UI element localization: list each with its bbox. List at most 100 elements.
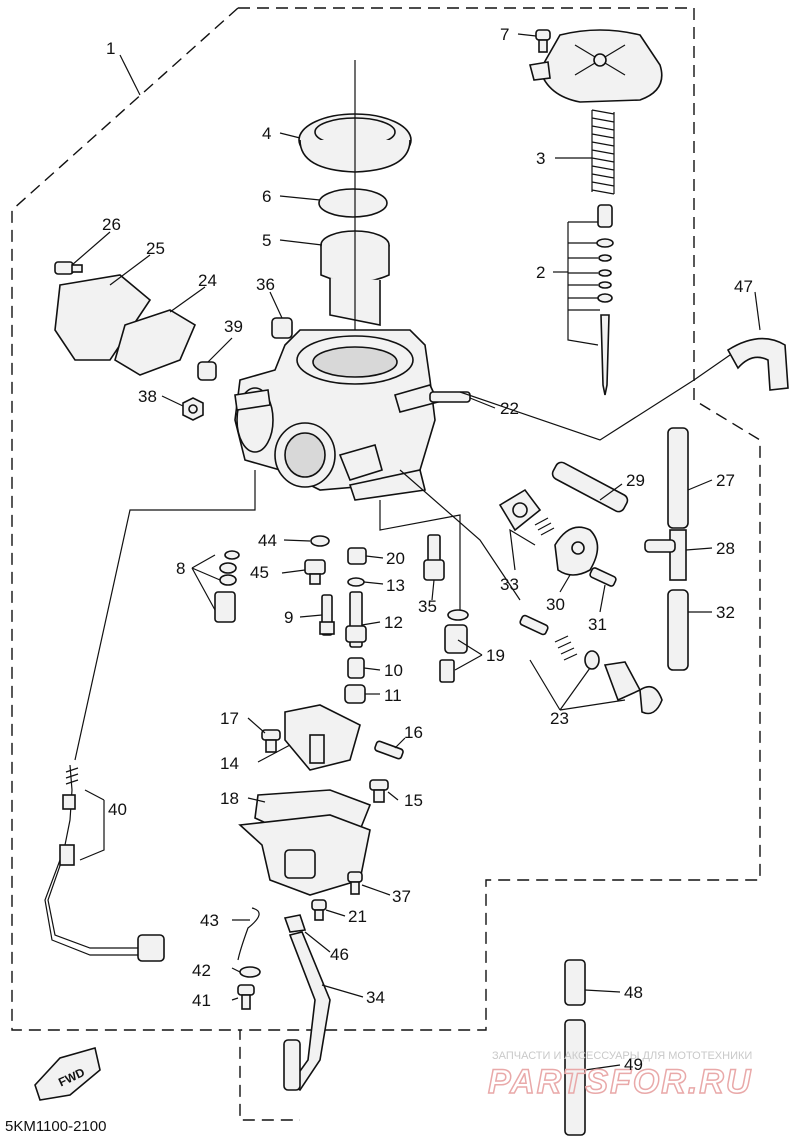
- o-ring-44: [310, 535, 330, 547]
- callout-20: 20: [386, 549, 405, 568]
- clip-43: [237, 907, 260, 961]
- spring-33: [534, 517, 555, 536]
- leader-lines: [71, 33, 761, 1071]
- pilot-screw-set-23: [519, 614, 663, 715]
- plug-36: [271, 317, 293, 339]
- hose-47: [726, 337, 789, 391]
- screw-17: [261, 729, 281, 753]
- pilot-jet-35: [423, 534, 445, 581]
- callout-23: 23: [550, 709, 569, 728]
- callout-38: 38: [138, 387, 157, 406]
- callout-47: 47: [734, 277, 753, 296]
- screw-26: [54, 261, 83, 275]
- callout-10: 10: [384, 661, 403, 680]
- nut-38: [182, 397, 204, 421]
- pipe-32: [667, 589, 689, 671]
- callout-8: 8: [176, 559, 185, 578]
- piston-valve-5: [320, 60, 390, 360]
- assembly-boundary: [11, 7, 761, 1121]
- callout-30: 30: [546, 595, 565, 614]
- callout-11: 11: [384, 686, 402, 705]
- callout-13: 13: [386, 576, 405, 595]
- callout-18: 18: [220, 789, 239, 808]
- callout-3: 3: [536, 149, 545, 168]
- clamp-46: [283, 914, 307, 933]
- cover-30: [554, 526, 599, 576]
- callout-16: 16: [404, 723, 423, 742]
- cap-39: [197, 361, 217, 381]
- carburetor-body: [234, 329, 440, 501]
- callout-26: 26: [102, 215, 121, 234]
- callout-17: 17: [220, 709, 239, 728]
- screw-15: [369, 779, 389, 803]
- callout-39: 39: [224, 317, 243, 336]
- callout-29: 29: [626, 471, 645, 490]
- callout-14: 14: [220, 754, 239, 773]
- t-joint-28: [644, 529, 687, 581]
- callout-36: 36: [256, 275, 275, 294]
- jet-20: [347, 547, 367, 565]
- callout-19: 19: [486, 646, 505, 665]
- float-14: [284, 704, 361, 771]
- callout-15: 15: [404, 791, 423, 810]
- screw-21: [311, 899, 327, 921]
- callout-24: 24: [198, 271, 217, 290]
- jet-set-8: [214, 550, 240, 623]
- gasket-25: [54, 274, 152, 361]
- washer-11: [344, 684, 366, 704]
- callout-49: 49: [624, 1055, 643, 1074]
- callout-42: 42: [192, 961, 211, 980]
- callout-44: 44: [258, 531, 277, 550]
- callout-35: 35: [418, 597, 437, 616]
- watermark-tagline: ЗАПЧАСТИ И АКСЕССУАРЫ ДЛЯ МОТОТЕХНИКИ: [492, 1050, 752, 1062]
- callout-2: 2: [536, 263, 545, 282]
- o-ring-6: [318, 188, 388, 218]
- watermark-brand: PARTSFOR.RU: [488, 1063, 752, 1101]
- pipe-49: [564, 1019, 586, 1136]
- diagram-code: 5KM1100-2100: [5, 1118, 106, 1135]
- callout-41: 41: [192, 991, 211, 1010]
- callout-12: 12: [384, 613, 403, 632]
- needle-jet-12: [345, 591, 367, 648]
- screw-31: [589, 567, 617, 587]
- screw-37: [347, 871, 363, 895]
- callout-31: 31: [588, 615, 607, 634]
- tube-29: [551, 461, 629, 513]
- pipe-48: [564, 959, 586, 1006]
- reed-plate-24: [114, 309, 197, 376]
- callout-43: 43: [200, 911, 219, 930]
- callout-45: 45: [250, 563, 269, 582]
- needle-valve-19: [439, 609, 469, 683]
- callout-32: 32: [716, 603, 735, 622]
- fitting-22: [429, 391, 471, 403]
- drain-hose-34: [288, 931, 331, 1092]
- callout-21: 21: [348, 907, 367, 926]
- screw-7: [535, 29, 551, 53]
- pipe-27: [667, 427, 689, 529]
- callout-6: 6: [262, 187, 271, 206]
- callout-46: 46: [330, 945, 349, 964]
- callout-9: 9: [284, 608, 293, 627]
- throttle-cable-40: [44, 764, 165, 962]
- diaphragm-33: [498, 488, 542, 532]
- callout-34: 34: [366, 988, 385, 1007]
- callout-37: 37: [392, 887, 411, 906]
- screw-41: [237, 984, 255, 1010]
- callout-5: 5: [262, 231, 271, 250]
- main-jet-10: [347, 657, 365, 679]
- needle-jet-9: [319, 594, 335, 636]
- callout-33: 33: [500, 575, 519, 594]
- callout-22: 22: [500, 399, 519, 418]
- callout-48: 48: [624, 983, 643, 1002]
- fwd-arrow-icon: FWD: [34, 1046, 101, 1101]
- washer-42: [239, 966, 261, 978]
- float-bowl: [238, 814, 371, 896]
- diaphragm-cover: [529, 29, 663, 103]
- callout-28: 28: [716, 539, 735, 558]
- screw-45: [304, 559, 326, 585]
- o-ring-13: [347, 577, 365, 587]
- callout-25: 25: [146, 239, 165, 258]
- callout-4: 4: [262, 124, 271, 143]
- vent-tube-lower: [283, 1039, 301, 1091]
